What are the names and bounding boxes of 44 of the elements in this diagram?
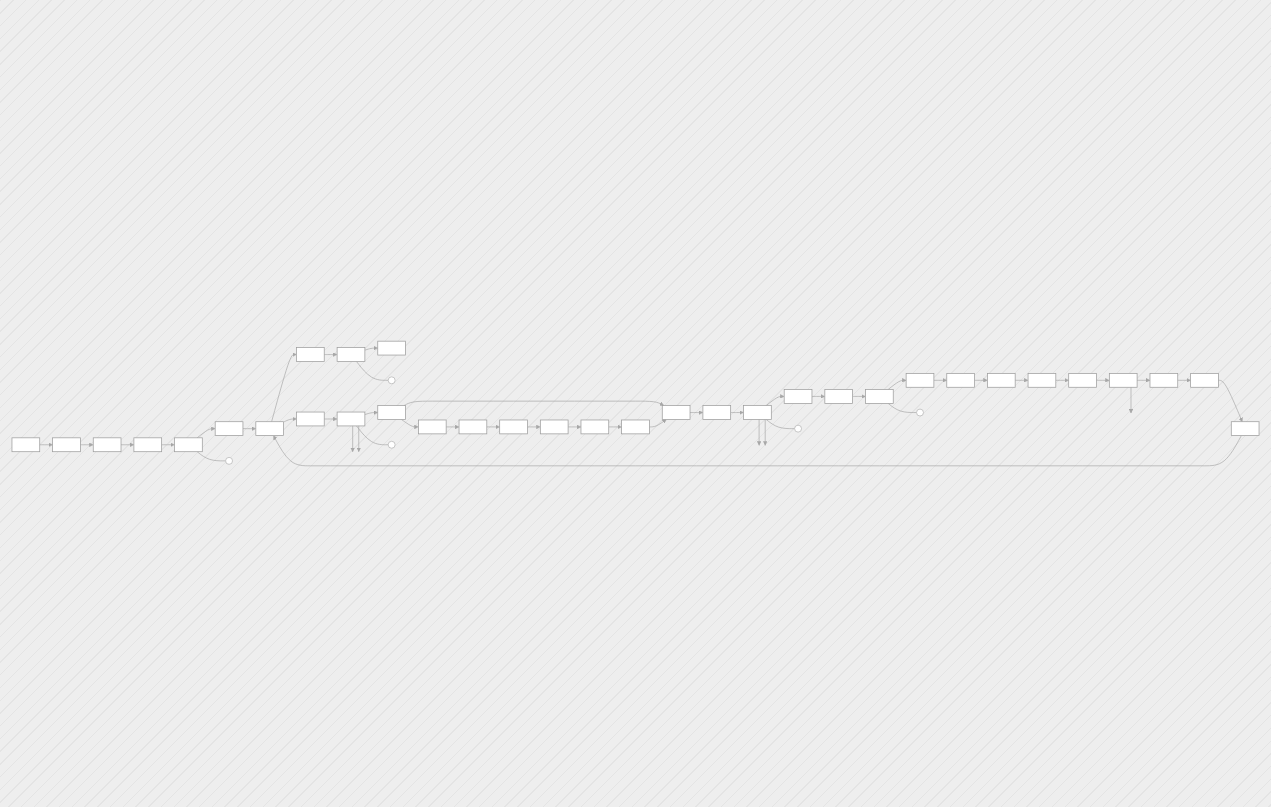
node-box	[1230, 421, 1260, 436]
connector	[356, 425, 389, 446]
node-box	[946, 373, 975, 388]
node-circle	[794, 424, 802, 433]
node-circle	[387, 376, 396, 385]
node-box	[661, 405, 691, 420]
node-box	[1027, 373, 1057, 388]
node-box	[214, 421, 244, 436]
node-circle	[225, 457, 233, 465]
node-box	[377, 405, 406, 420]
node-box	[702, 405, 732, 420]
node-box	[52, 437, 81, 453]
node-box	[1109, 373, 1138, 388]
connector	[887, 403, 917, 413]
connector	[196, 451, 226, 462]
node-box	[458, 419, 488, 435]
node-box	[418, 419, 447, 435]
node-box	[580, 419, 610, 435]
node-box	[743, 405, 772, 420]
node-box	[336, 347, 366, 362]
node-box	[11, 437, 41, 453]
node-circle	[387, 440, 396, 449]
connector	[356, 361, 389, 381]
node-box	[92, 437, 122, 453]
node-box	[621, 419, 650, 435]
node-box	[255, 421, 284, 436]
node-box	[133, 437, 162, 453]
node-box	[1149, 373, 1179, 388]
node-box	[377, 340, 406, 356]
node-box	[499, 419, 528, 435]
node-box	[336, 411, 366, 427]
node-box	[824, 389, 853, 404]
node-box	[987, 373, 1016, 388]
node-box	[865, 389, 894, 404]
node-box	[905, 373, 935, 388]
node-box	[296, 347, 325, 362]
node-box	[1068, 373, 1097, 388]
node-box	[539, 419, 569, 435]
node-box	[174, 437, 203, 453]
connector	[765, 419, 795, 429]
node-box	[783, 389, 813, 404]
node-circle	[916, 408, 924, 417]
node-box	[1190, 373, 1219, 388]
node-box	[296, 411, 325, 427]
